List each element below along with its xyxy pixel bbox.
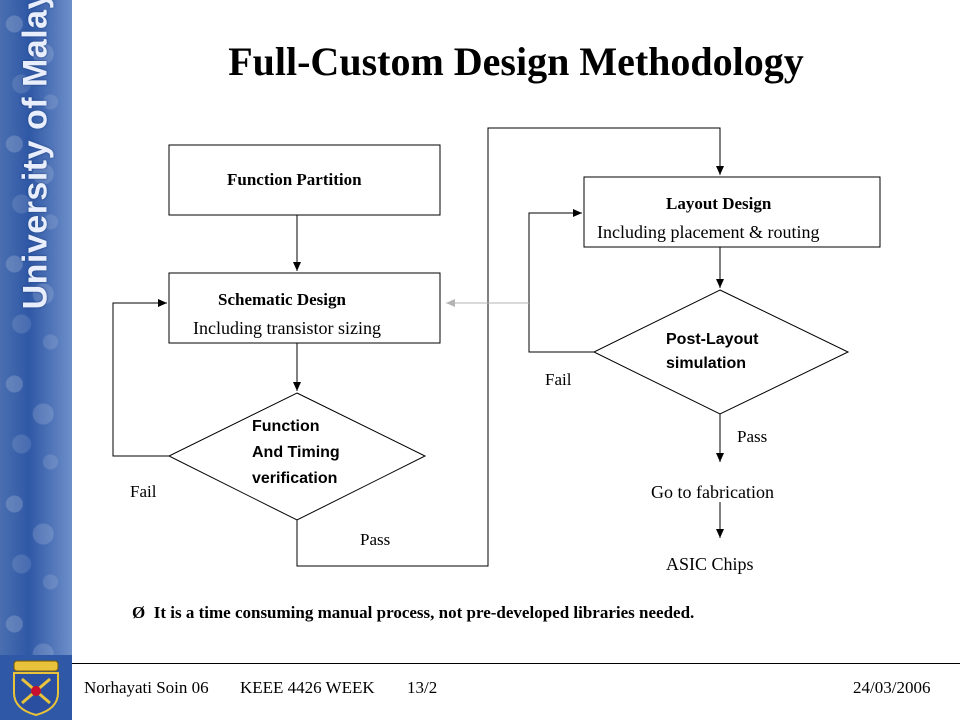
layout-design-box <box>583 176 881 248</box>
fail-loop-left <box>112 299 169 457</box>
crest-box <box>0 655 72 720</box>
schematic-design-box <box>168 272 441 344</box>
university-crest-icon <box>13 660 59 717</box>
pass-connector-to-layout <box>296 127 724 567</box>
layout-design-subtitle: Including placement & routing <box>597 222 820 242</box>
fail-loop-right <box>528 209 594 353</box>
post-layout-simulation-diamond <box>592 289 850 415</box>
post-layout-line-2: simulation <box>666 355 747 372</box>
fail-label-left: Fail <box>130 482 157 501</box>
post-layout-line-1: Post-Layout <box>666 331 759 348</box>
verification-line-2: And Timing <box>252 444 340 461</box>
verification-line-3: verification <box>252 470 338 487</box>
footer-date: 24/03/2006 <box>853 678 931 697</box>
footer-author: Norhayati Soin 06 <box>84 678 209 697</box>
function-partition-label: Function Partition <box>227 170 362 189</box>
note-body: It is a time consuming manual process, n… <box>153 603 695 622</box>
pass-label-right: Pass <box>737 427 768 446</box>
sidebar-banner: University of Malaya <box>0 0 72 655</box>
schematic-design-title: Schematic Design <box>218 290 346 309</box>
slide-title: Full-Custom Design Methodology <box>228 39 804 84</box>
fail-label-right: Fail <box>545 370 572 389</box>
footer-divider <box>72 663 960 664</box>
asic-chips-label: ASIC Chips <box>666 554 754 574</box>
function-partition-box <box>168 144 441 216</box>
bullet-arrow-icon: Ø <box>132 603 146 622</box>
verification-line-1: Function <box>252 418 320 435</box>
note-text: Ø It is a time consuming manual process,… <box>132 603 694 623</box>
footer-page-number: 13/2 <box>407 678 438 697</box>
footer-course: KEEE 4426 WEEK <box>240 678 375 697</box>
go-to-fabrication-label: Go to fabrication <box>651 482 774 502</box>
layout-design-title: Layout Design <box>666 194 772 213</box>
sidebar-texture <box>0 0 72 655</box>
pass-label-left: Pass <box>360 530 391 549</box>
schematic-design-subtitle: Including transistor sizing <box>193 318 381 338</box>
